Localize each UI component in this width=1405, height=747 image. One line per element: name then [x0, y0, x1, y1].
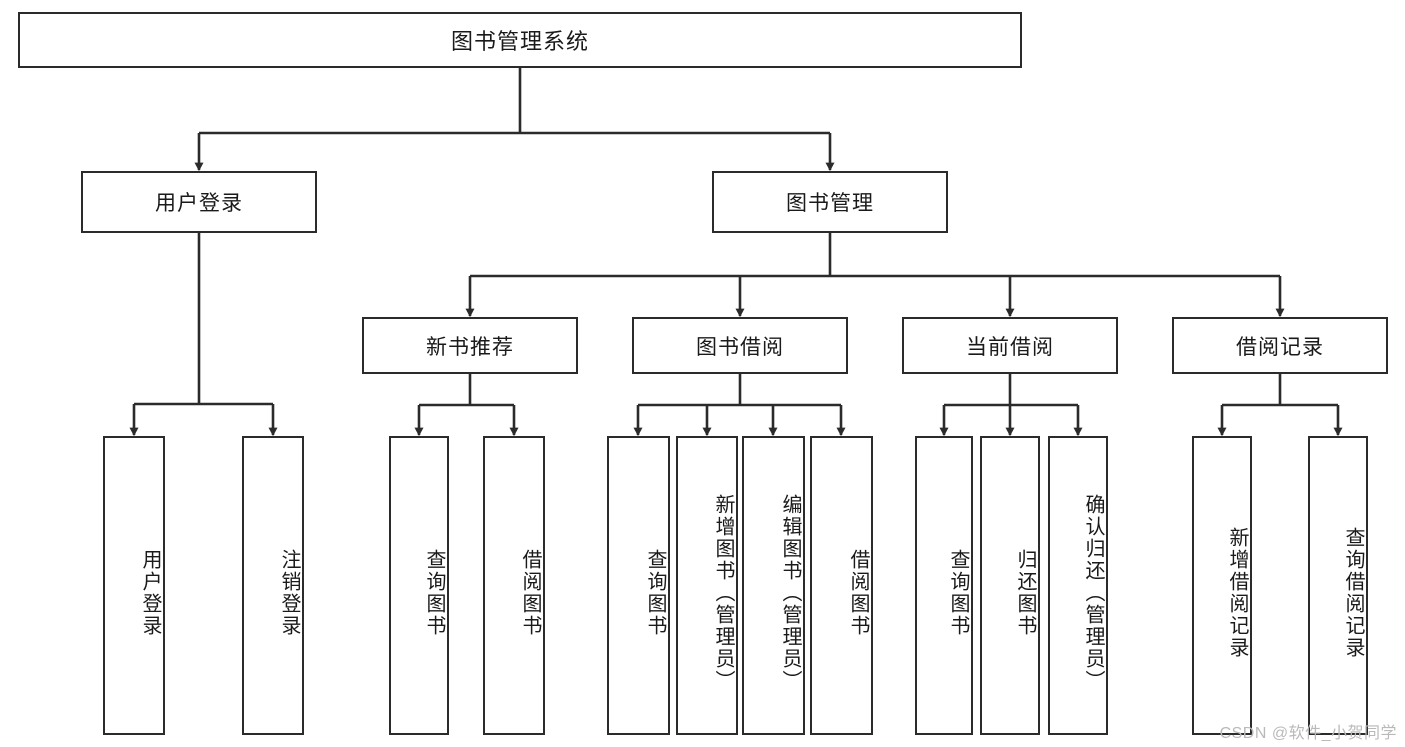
node-current[interactable]: 当前借阅: [902, 317, 1118, 374]
watermark-label: CSDN @软件_小贺同学: [1219, 725, 1397, 742]
node-records-2[interactable]: 查询借阅记录: [1308, 436, 1368, 735]
node-borrow-2[interactable]: 新增图书（管理员）: [676, 436, 738, 735]
node-label: 查询图书: [947, 548, 969, 637]
node-login-1[interactable]: 用户登录: [103, 436, 165, 735]
node-label: 新增借阅记录: [1226, 526, 1248, 659]
node-label: 图书管理系统: [450, 29, 589, 54]
node-label: 用户登录: [155, 192, 243, 215]
node-label: 查询图书: [423, 548, 445, 637]
node-borrow[interactable]: 图书借阅: [632, 317, 848, 374]
node-newbook-2[interactable]: 借阅图书: [483, 436, 545, 735]
node-label: 图书管理: [786, 192, 874, 215]
node-current-1[interactable]: 查询图书: [915, 436, 973, 735]
node-borrow-1[interactable]: 查询图书: [607, 436, 670, 735]
node-label: 确认归还（管理员）: [1082, 493, 1104, 692]
node-label: 借阅记录: [1236, 335, 1324, 359]
node-newbook[interactable]: 新书推荐: [362, 317, 578, 374]
node-bookmgmt[interactable]: 图书管理: [712, 171, 948, 233]
node-records-1[interactable]: 新增借阅记录: [1192, 436, 1252, 735]
connector-lines: [129, 68, 1343, 437]
node-label: 用户登录: [139, 548, 161, 637]
node-borrow-3[interactable]: 编辑图书（管理员）: [742, 436, 805, 735]
node-label: 新书推荐: [426, 335, 514, 359]
node-label: 图书借阅: [696, 335, 784, 359]
node-label: 借阅图书: [519, 548, 541, 637]
node-records[interactable]: 借阅记录: [1172, 317, 1388, 374]
node-borrow-4[interactable]: 借阅图书: [810, 436, 873, 735]
node-current-3[interactable]: 确认归还（管理员）: [1048, 436, 1108, 735]
node-newbook-1[interactable]: 查询图书: [389, 436, 449, 735]
node-label: 当前借阅: [966, 335, 1054, 359]
node-label: 查询图书: [644, 548, 666, 637]
node-label: 注销登录: [278, 548, 300, 637]
node-root[interactable]: 图书管理系统: [18, 12, 1022, 68]
node-login[interactable]: 用户登录: [81, 171, 317, 233]
node-label: 查询借阅记录: [1342, 526, 1364, 659]
node-label: 新增图书（管理员）: [712, 493, 734, 692]
node-label: 编辑图书（管理员）: [779, 493, 801, 692]
node-label: 借阅图书: [847, 548, 869, 637]
node-login-2[interactable]: 注销登录: [242, 436, 304, 735]
node-current-2[interactable]: 归还图书: [980, 436, 1040, 735]
node-label: 归还图书: [1014, 548, 1036, 637]
